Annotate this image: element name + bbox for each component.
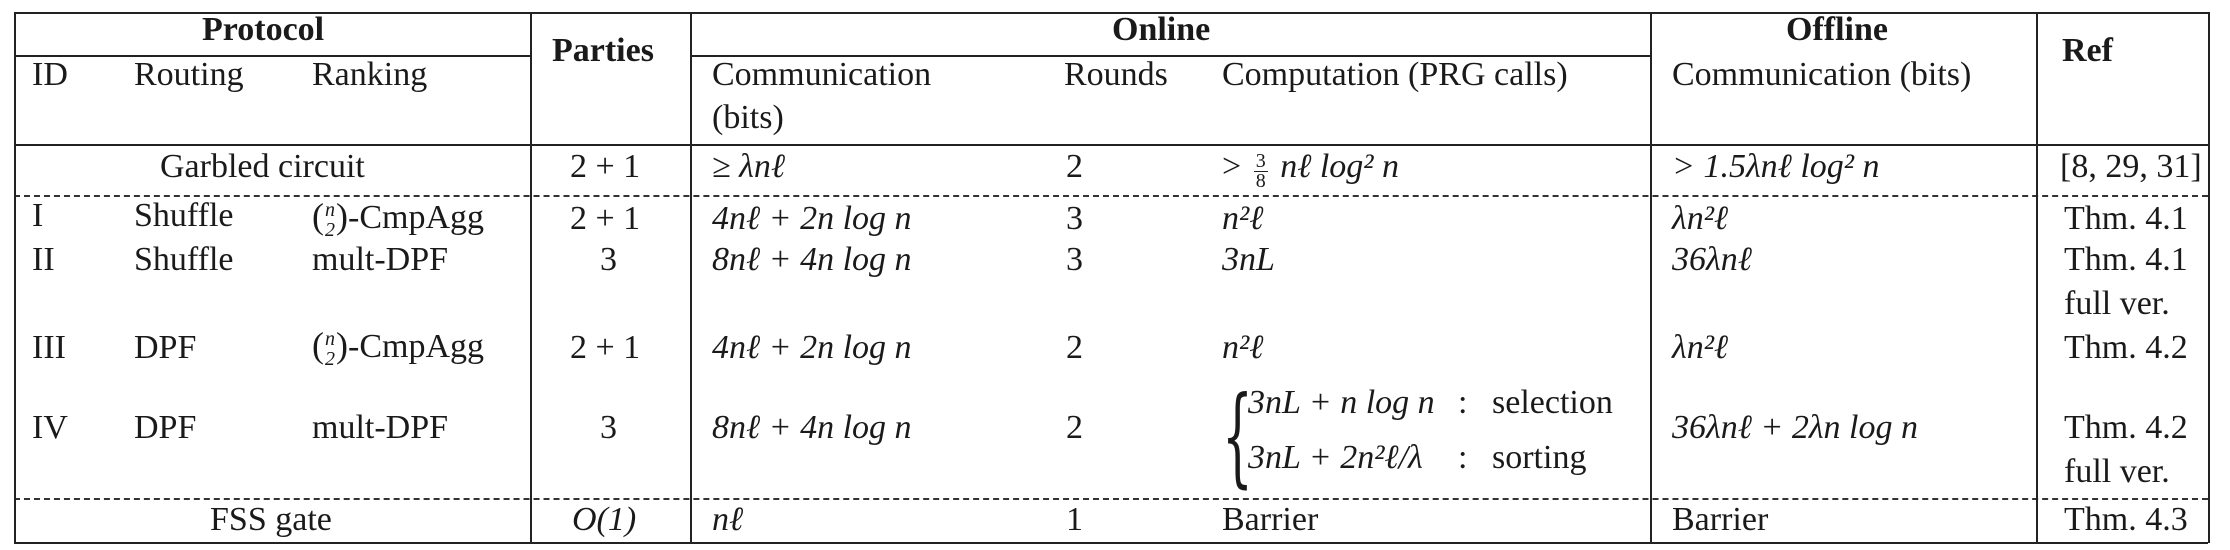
row-1-id: I [32, 197, 44, 234]
left-border [14, 12, 16, 543]
row-garbled-comm: ≥ λnℓ [712, 148, 786, 185]
online-offline-divider [1650, 12, 1652, 543]
row-1-rounds: 3 [1066, 200, 1083, 237]
row-1-comp: n²ℓ [1222, 200, 1264, 237]
row-4-comp-line2: 3nL + 2n²ℓ/λ [1248, 439, 1423, 476]
garbled-circuit-divider [14, 195, 2208, 197]
row-4-ref: Thm. 4.2 [2064, 409, 2188, 446]
protocol-group-rule [14, 55, 530, 57]
row-3-id: III [32, 329, 66, 366]
row-2-offline: 36λnℓ [1672, 241, 1752, 278]
header-protocol: Protocol [202, 11, 325, 48]
header-bottom-rule [14, 144, 2208, 146]
offline-ref-divider [2036, 12, 2038, 543]
row-2-routing: Shuffle [134, 241, 234, 278]
row-3-comp: n²ℓ [1222, 329, 1264, 366]
header-communication: Communication [712, 56, 932, 93]
row-1-ref: Thm. 4.1 [2064, 200, 2188, 237]
row-4-rounds: 2 [1066, 409, 1083, 446]
row-4-offline: 36λnℓ + 2λn log n [1672, 409, 1919, 446]
online-group-rule [690, 55, 1650, 57]
row-2-comm: 8nℓ + 4n log n [712, 241, 912, 278]
header-ranking: Ranking [312, 56, 428, 93]
row-1-parties: 2 + 1 [570, 200, 641, 237]
row-2-parties: 3 [600, 241, 617, 278]
header-communication-bits: (bits) [712, 99, 784, 136]
right-border [2208, 12, 2210, 543]
header-ref: Ref [2062, 32, 2113, 69]
row-4-comp-colon1: : [1458, 384, 1468, 421]
row-4-comp-line1: 3nL + n log n [1248, 384, 1435, 421]
header-id: ID [32, 56, 68, 93]
row-3-comm: 4nℓ + 2n log n [712, 329, 912, 366]
row-3-parties: 2 + 1 [570, 329, 641, 366]
row-4-comp-tag1: selection [1492, 384, 1613, 421]
row-2-rounds: 3 [1066, 241, 1083, 278]
header-routing: Routing [134, 56, 244, 93]
header-computation: Computation (PRG calls) [1222, 56, 1568, 93]
header-offline-communication: Communication (bits) [1672, 56, 1972, 93]
header-rounds: Rounds [1064, 56, 1168, 93]
row-3-ref: Thm. 4.2 [2064, 329, 2188, 366]
comp-suffix: nℓ log² n [1280, 148, 1399, 185]
binom-bottom: 2 [325, 348, 335, 370]
row-fss-parties: O(1) [572, 501, 637, 538]
table-bottom-rule [14, 542, 2208, 544]
table-top-rule [14, 12, 2208, 14]
header-online: Online [1112, 11, 1211, 48]
row-4-routing: DPF [134, 409, 197, 446]
row-1-offline: λn²ℓ [1672, 200, 1729, 237]
row-4-comm: 8nℓ + 4n log n [712, 409, 912, 446]
row-4-comp-colon2: : [1458, 439, 1468, 476]
row-2-id: II [32, 241, 55, 278]
row-garbled-ref: [8, 29, 31] [2060, 148, 2202, 185]
row-fss-comp: Barrier [1222, 501, 1319, 538]
row-garbled-parties: 2 + 1 [570, 148, 641, 185]
row-3-offline: λn²ℓ [1672, 329, 1729, 366]
row-fss-name: FSS gate [210, 501, 332, 538]
fraction-denominator: 8 [1255, 170, 1266, 192]
row-4-parties: 3 [600, 409, 617, 446]
row-3-rounds: 2 [1066, 329, 1083, 366]
row-garbled-rounds: 2 [1066, 148, 1083, 185]
row-4-comp-tag2: sorting [1492, 439, 1587, 476]
header-parties: Parties [552, 32, 654, 69]
ranking-label: -CmpAgg [348, 328, 484, 365]
row-2-ref: Thm. 4.1 [2064, 241, 2188, 278]
binom-top: n [325, 328, 335, 350]
fraction-numerator: 3 [1253, 150, 1268, 172]
row-2-ranking: mult-DPF [312, 241, 449, 278]
ranking-label: -CmpAgg [348, 199, 484, 236]
row-4-ranking: mult-DPF [312, 409, 449, 446]
row-fss-rounds: 1 [1066, 501, 1083, 538]
binom-top: n [325, 199, 335, 221]
row-fss-comm: nℓ [712, 501, 744, 538]
row-1-comm: 4nℓ + 2n log n [712, 200, 912, 237]
row-4-id: IV [32, 409, 68, 446]
row-garbled-offline: > 1.5λnℓ log² n [1672, 148, 1880, 185]
header-offline: Offline [1786, 11, 1888, 48]
row-2-ref-note: full ver. [2064, 285, 2170, 322]
row-fss-ref: Thm. 4.3 [2064, 501, 2188, 538]
fss-gate-divider [14, 498, 2208, 500]
protocol-parties-divider [530, 12, 532, 543]
comp-prefix: > [1222, 148, 1242, 185]
row-3-routing: DPF [134, 329, 197, 366]
binom-bottom: 2 [325, 219, 335, 241]
row-garbled-name: Garbled circuit [160, 148, 365, 185]
row-1-routing: Shuffle [134, 197, 234, 234]
row-fss-offline: Barrier [1672, 501, 1769, 538]
parties-online-divider [690, 12, 692, 543]
row-4-ref-note: full ver. [2064, 453, 2170, 490]
row-2-comp: 3nL [1222, 241, 1275, 278]
left-brace: { [1222, 374, 1253, 499]
